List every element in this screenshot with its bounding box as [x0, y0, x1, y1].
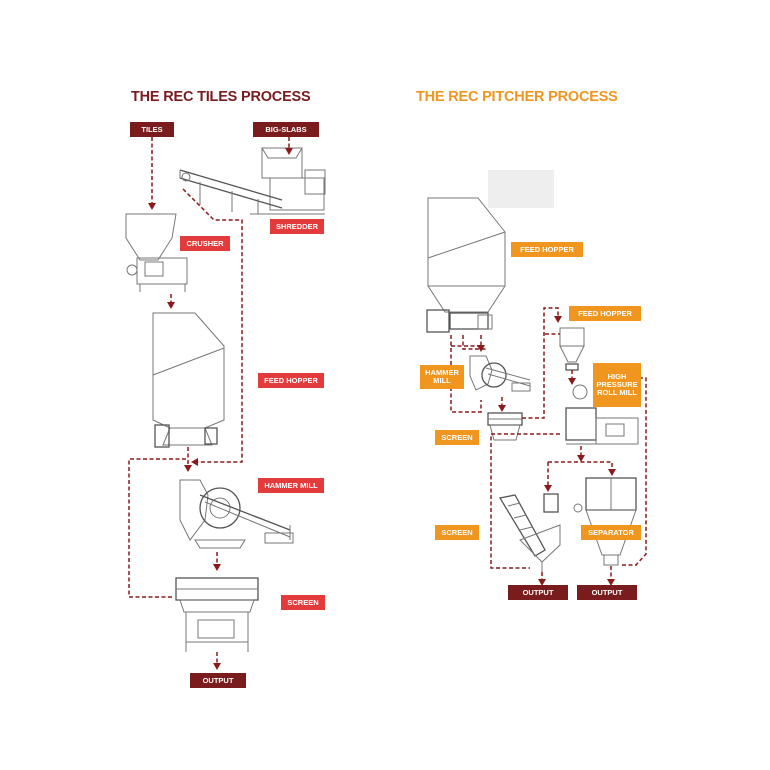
right-feed-hopper-label: FEED HOPPER	[511, 242, 583, 257]
left-screen-machine-icon	[175, 577, 259, 652]
right-screen-label: SCREEN	[435, 525, 479, 540]
left-hammer-mill-machine-icon	[179, 479, 294, 549]
image-placeholder	[488, 170, 554, 208]
left-feed-hopper-label: FEED HOPPER	[258, 373, 324, 388]
right-screen-top-label: SCREEN	[435, 430, 479, 445]
right-screen-machine-icon	[498, 493, 561, 572]
right-feed-hopper-machine-icon	[426, 197, 506, 333]
right-process-title: THE REC PITCHER PROCESS	[416, 89, 618, 105]
roll-mill-machine-icon	[565, 384, 639, 445]
left-output-label: OUTPUT	[190, 673, 246, 688]
separator-label: SEPARATOR	[581, 525, 641, 540]
right-hammer-mill-machine-icon	[469, 355, 531, 392]
left-screen-label: SCREEN	[281, 595, 325, 610]
big-slabs-label: BIG-SLABS	[253, 122, 319, 137]
left-hammer-mill-label: HAMMER MILL	[258, 478, 324, 493]
left-feed-hopper-machine-icon	[152, 312, 225, 448]
crusher-label: CRUSHER	[180, 236, 230, 251]
right-output-right-label: OUTPUT	[577, 585, 637, 600]
right-small-feed-hopper-label: FEED HOPPER	[569, 306, 641, 321]
right-small-feed-hopper-machine-icon	[559, 327, 585, 371]
left-process-title: THE REC TILES PROCESS	[131, 89, 311, 105]
crusher-machine-icon	[125, 213, 188, 292]
roll-mill-label: HIGH PRESSURE ROLL MILL	[593, 363, 641, 407]
right-hammer-mill-label: HAMMER MILL	[420, 365, 464, 389]
shredder-machine-icon	[179, 147, 326, 215]
separator-machine-icon	[573, 477, 637, 566]
shredder-label: SHREDDER	[270, 219, 324, 234]
tiles-label: TILES	[130, 122, 174, 137]
right-output-left-label: OUTPUT	[508, 585, 568, 600]
right-small-screen-machine-icon	[487, 412, 523, 441]
